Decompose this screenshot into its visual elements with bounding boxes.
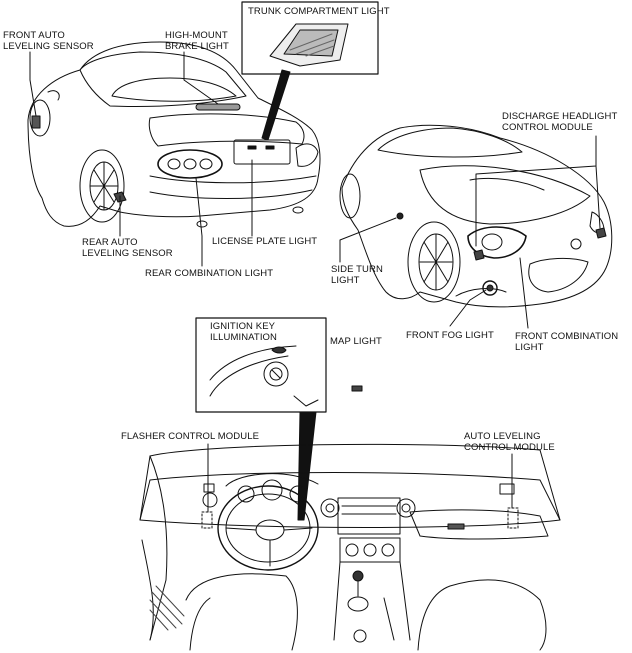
label-map-light: MAP LIGHT xyxy=(330,336,382,347)
label-auto-leveling-control-module: AUTO LEVELING CONTROL MODULE xyxy=(464,431,555,453)
map-light-mark xyxy=(351,385,363,392)
label-front-fog-light: FRONT FOG LIGHT xyxy=(406,330,494,341)
dashboard-leader-lines xyxy=(207,443,513,513)
dashboard-illustration xyxy=(139,443,561,651)
label-side-turn-light: SIDE TURN LIGHT xyxy=(331,264,383,286)
ignition-callout-wedge xyxy=(297,411,317,521)
front-car-leader-lines xyxy=(339,135,601,329)
label-flasher-control-module: FLASHER CONTROL MODULE xyxy=(121,431,260,442)
label-front-combination-light: FRONT COMBINATION LIGHT xyxy=(515,331,619,353)
label-license-plate-light: LICENSE PLATE LIGHT xyxy=(212,236,318,247)
label-high-mount-brake-light: HIGH-MOUNT BRAKE LIGHT xyxy=(165,30,229,52)
rear-car-leader-lines xyxy=(29,51,291,267)
label-rear-auto-leveling-sensor: REAR AUTO LEVELING SENSOR xyxy=(82,237,173,259)
rear-car-illustration xyxy=(27,41,321,228)
label-front-auto-leveling-sensor: FRONT AUTO LEVELING SENSOR xyxy=(3,30,94,52)
ignition-inset xyxy=(195,317,327,413)
front-car-illustration xyxy=(339,124,613,308)
label-rear-combination-light: REAR COMBINATION LIGHT xyxy=(145,268,274,279)
label-discharge-headlight-control-module: DISCHARGE HEADLIGHT CONTROL MODULE xyxy=(502,111,618,133)
label-trunk-compartment-light: TRUNK COMPARTMENT LIGHT xyxy=(248,6,390,17)
trunk-inset xyxy=(241,1,379,75)
label-ignition-key-illumination: IGNITION KEY ILLUMINATION xyxy=(210,321,278,343)
